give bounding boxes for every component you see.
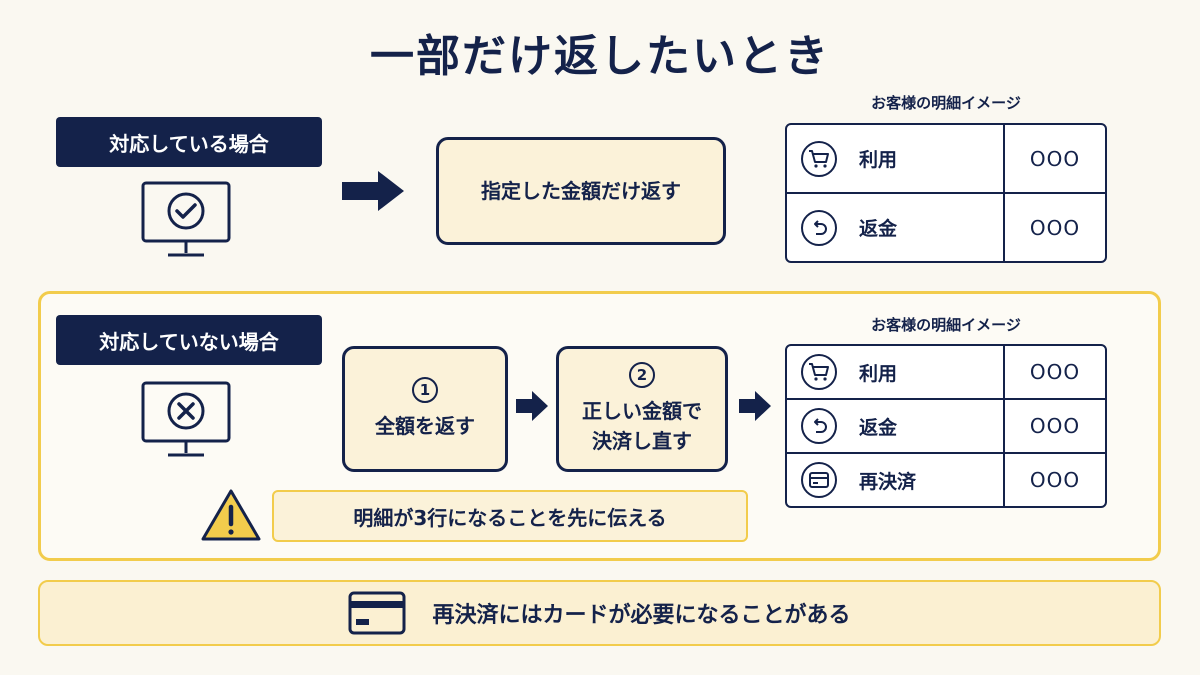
warning-icon	[200, 488, 262, 542]
arrow-right-icon	[516, 391, 548, 421]
row-value: OOO	[1029, 146, 1081, 171]
step-number: 2	[629, 362, 655, 388]
partial-refund-box: 指定した金額だけ返す	[436, 137, 726, 245]
cart-icon	[801, 140, 837, 177]
row-label: 再決済	[859, 470, 917, 493]
monitor-check-icon	[140, 180, 232, 260]
statement-table: 利用 OOO 返金 OOO 再決済 OOO	[785, 344, 1107, 508]
partial-refund-label: 指定した金額だけ返す	[481, 179, 681, 203]
arrow-right-icon	[342, 171, 404, 211]
statement-caption: お客様の明細イメージ	[871, 316, 1021, 334]
row-label: 返金	[859, 218, 898, 240]
credit-card-icon	[348, 591, 406, 635]
table-row: 利用 OOO	[787, 346, 1105, 398]
statement-table: 利用 OOO 返金 OOO	[785, 123, 1107, 263]
step1-label: 全額を返す	[375, 414, 475, 438]
footer-text: 再決済にはカードが必要になることがある	[432, 603, 851, 628]
step2-label-line2: 決済し直す	[592, 429, 692, 453]
table-row: 返金 OOO	[787, 192, 1105, 261]
step1-box: 1 全額を返す	[342, 346, 508, 472]
row-label: 利用	[859, 362, 898, 385]
table-row: 返金 OOO	[787, 398, 1105, 452]
step-number: 1	[412, 377, 438, 403]
row-value: OOO	[1029, 215, 1081, 240]
row-value: OOO	[1029, 414, 1081, 438]
row-value: OOO	[1029, 468, 1081, 492]
arrow-right-icon	[739, 391, 771, 421]
monitor-cross-icon	[140, 380, 232, 460]
row-label: 返金	[859, 416, 898, 439]
table-row: 再決済 OOO	[787, 452, 1105, 506]
step2-label-line1: 正しい金額で	[582, 399, 702, 423]
supported-tag: 対応している場合	[56, 117, 322, 167]
refund-arrow-icon	[801, 209, 837, 246]
table-row: 利用 OOO	[787, 125, 1105, 192]
statement-caption: お客様の明細イメージ	[871, 94, 1021, 112]
refund-arrow-icon	[801, 408, 837, 444]
card-icon	[801, 462, 837, 498]
step2-box: 2 正しい金額で 決済し直す	[556, 346, 728, 472]
row-label: 利用	[859, 149, 898, 171]
footer-note: 再決済にはカードが必要になることがある	[38, 580, 1161, 646]
unsupported-tag: 対応していない場合	[56, 315, 322, 365]
warning-note: 明細が3行になることを先に伝える	[272, 490, 748, 542]
page-title: 一部だけ返したいとき	[370, 31, 830, 82]
cart-icon	[801, 354, 837, 390]
row-value: OOO	[1029, 360, 1081, 384]
